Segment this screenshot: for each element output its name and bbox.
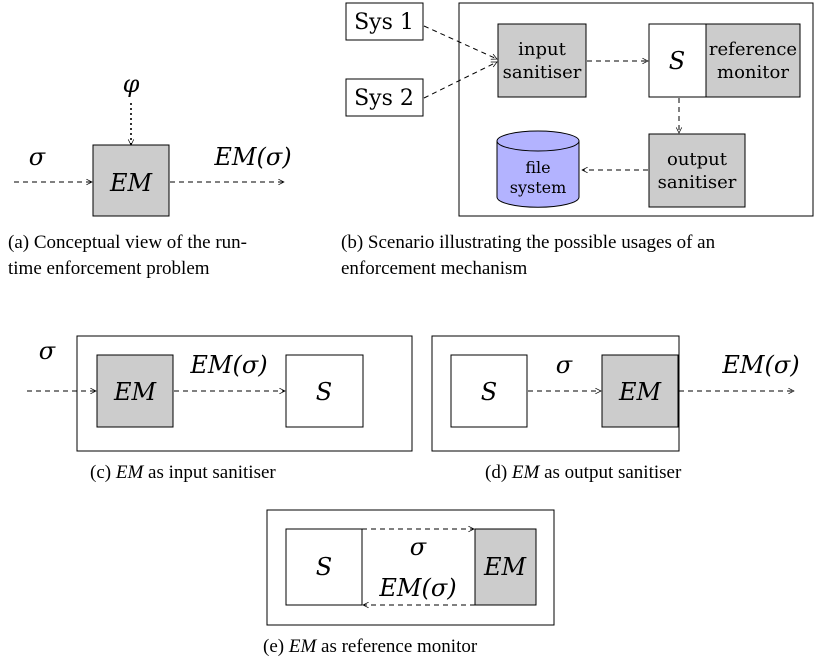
caption-a-line-2: time enforcement problem bbox=[8, 258, 210, 279]
diagram-c: σ EM EM(σ) S bbox=[27, 335, 413, 452]
c-em-box bbox=[96, 354, 174, 428]
em-sigma-output-label: EM(σ) bbox=[213, 143, 291, 171]
diagram-d: S σ EM EM(σ) bbox=[431, 335, 800, 452]
c-s-box bbox=[285, 354, 364, 428]
sys2-to-input-arrow bbox=[423, 61, 497, 99]
d-s-box bbox=[450, 354, 528, 428]
sys2-label: Sys 2 bbox=[354, 86, 414, 111]
reference-monitor-box bbox=[705, 23, 801, 98]
d-em-label: EM bbox=[618, 378, 663, 406]
c-s-label: S bbox=[316, 378, 332, 406]
diagram-b: Sys 1 Sys 2 input sanitiser S reference … bbox=[345, 2, 814, 217]
output-sanitiser-label-1: output bbox=[667, 149, 728, 170]
c-outer-box bbox=[76, 335, 413, 452]
system-boundary bbox=[458, 2, 814, 217]
caption-a: (a) Conceptual view of the run- time enf… bbox=[8, 230, 328, 282]
e-s-label: S bbox=[316, 553, 332, 581]
caption-c-suffix: as input sanitiser bbox=[148, 462, 276, 483]
d-s-label: S bbox=[481, 378, 497, 406]
d-outer-box bbox=[431, 335, 680, 452]
c-em-label: EM bbox=[113, 378, 158, 406]
output-sanitiser-box bbox=[648, 133, 746, 208]
sys1-to-input-arrow bbox=[423, 25, 497, 59]
output-sanitiser-label-2: sanitiser bbox=[658, 172, 737, 193]
sys1-label: Sys 1 bbox=[354, 10, 414, 35]
e-em-sigma-label: EM(σ) bbox=[378, 574, 456, 602]
e-outer-box bbox=[266, 509, 555, 626]
diagram-e: S σ EM(σ) EM bbox=[266, 509, 555, 626]
d-sigma-label: σ bbox=[556, 351, 573, 379]
input-sanitiser-label-1: input bbox=[518, 39, 566, 60]
caption-c-em: EM bbox=[115, 462, 144, 483]
sigma-input-label: σ bbox=[29, 143, 46, 171]
e-sigma-label: σ bbox=[410, 533, 427, 561]
caption-c: (c) EM as input sanitiser bbox=[90, 460, 410, 486]
input-sanitiser-label-2: sanitiser bbox=[503, 62, 582, 83]
file-system-label-1: file bbox=[525, 158, 550, 177]
s-label: S bbox=[669, 47, 685, 75]
d-em-sigma-label: EM(σ) bbox=[721, 351, 799, 379]
s-box bbox=[648, 23, 707, 98]
diagram-a: φ σ EM EM(σ) bbox=[14, 70, 292, 217]
reference-monitor-label-2: monitor bbox=[717, 62, 789, 83]
caption-b-line-2: enforcement mechanism bbox=[341, 258, 528, 279]
caption-e-suffix: as reference monitor bbox=[321, 636, 478, 657]
em-box bbox=[92, 144, 170, 217]
caption-b: (b) Scenario illustrating the possible u… bbox=[341, 230, 836, 282]
input-sanitiser-box bbox=[497, 23, 587, 98]
file-system-label-2: system bbox=[510, 178, 567, 197]
caption-a-line-1: (a) Conceptual view of the run- bbox=[8, 232, 247, 253]
caption-e: (e) EM as reference monitor bbox=[263, 634, 593, 660]
c-sigma-label: σ bbox=[39, 337, 56, 365]
em-label: EM bbox=[109, 169, 154, 197]
phi-label: φ bbox=[123, 70, 140, 98]
d-em-box bbox=[601, 354, 679, 428]
caption-e-em: EM bbox=[288, 636, 317, 657]
e-em-box bbox=[474, 528, 537, 606]
reference-monitor-label-1: reference bbox=[709, 39, 797, 60]
caption-d-em: EM bbox=[511, 462, 540, 483]
caption-d-suffix: as output sanitiser bbox=[544, 462, 682, 483]
e-em-label: EM bbox=[483, 553, 528, 581]
caption-d: (d) EM as output sanitiser bbox=[485, 460, 805, 486]
caption-e-prefix: (e) bbox=[263, 636, 285, 657]
c-em-sigma-label: EM(σ) bbox=[189, 351, 267, 379]
caption-d-prefix: (d) bbox=[485, 462, 508, 483]
e-s-box bbox=[285, 528, 363, 606]
caption-c-prefix: (c) bbox=[90, 462, 112, 483]
caption-b-line-1: (b) Scenario illustrating the possible u… bbox=[341, 232, 716, 253]
sys1-box bbox=[345, 2, 424, 41]
sys2-box bbox=[345, 78, 424, 117]
file-system-cylinder bbox=[496, 130, 580, 208]
